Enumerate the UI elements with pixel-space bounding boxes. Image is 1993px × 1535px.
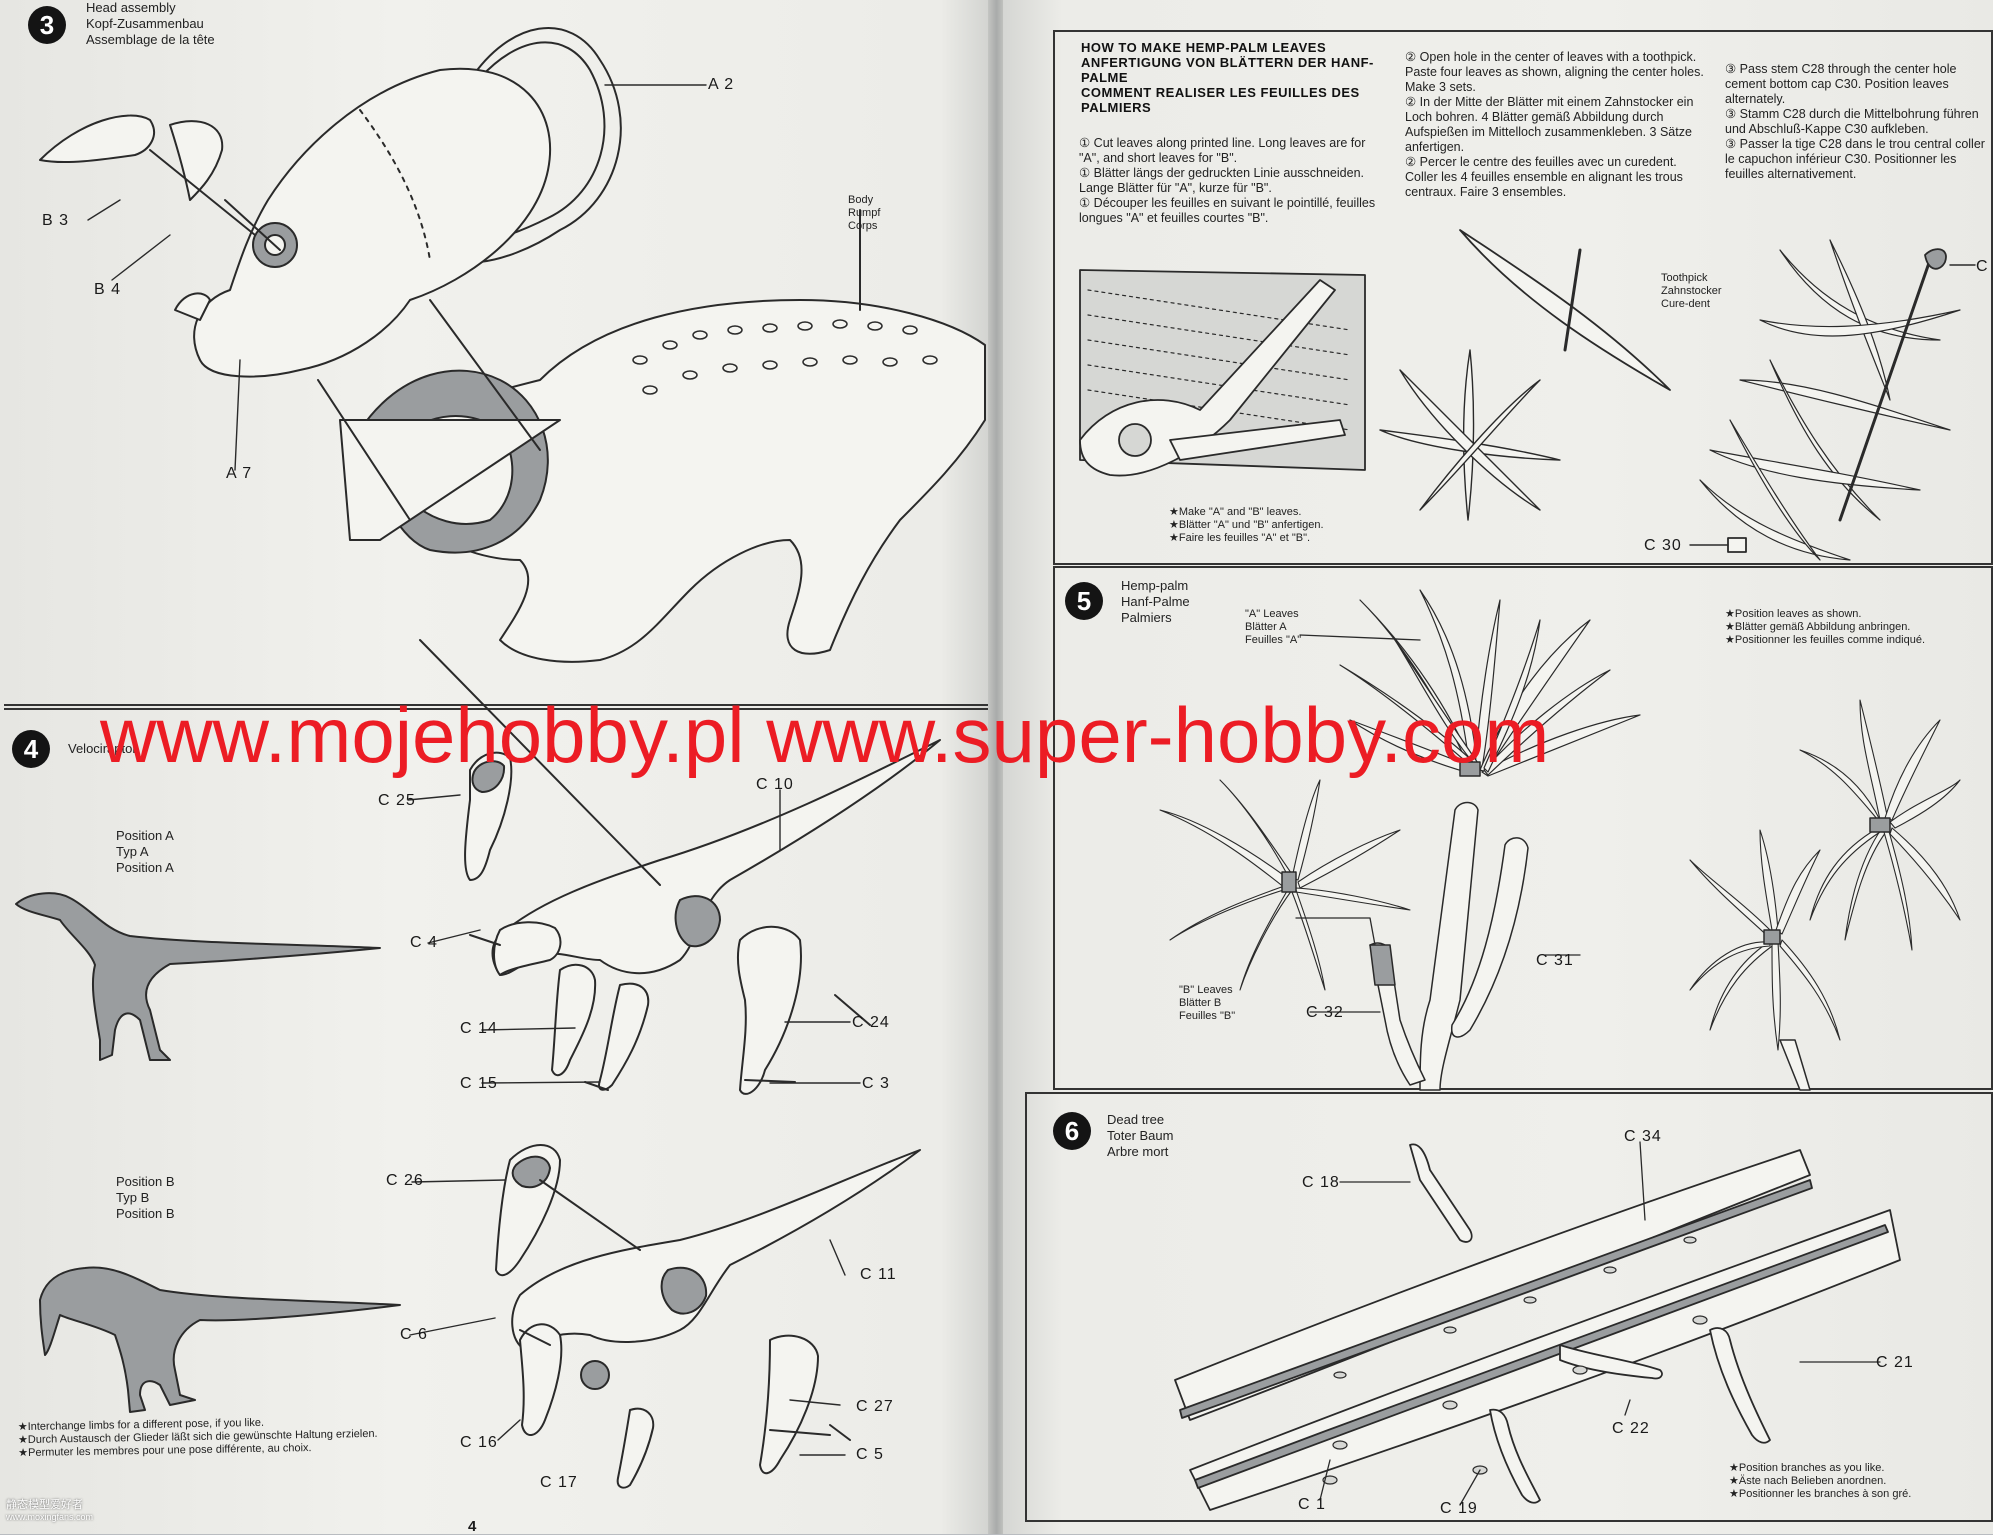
label-c5: C 5	[856, 1446, 884, 1463]
long-leaf	[1459, 229, 1671, 391]
hemp-instructions-2: ② Open hole in the center of leaves with…	[1405, 50, 1704, 199]
step3-title: Head assembly Kopf-Zusammenbau Assemblag…	[86, 0, 215, 47]
b-leaves-label: "B" Leaves Blätter B Feuilles "B"	[1179, 984, 1236, 1022]
a-leaves-label: "A" Leaves Blätter A Feuilles "A"	[1245, 608, 1302, 646]
raptor-a-head	[493, 921, 562, 976]
position-a-label: Position A Typ A Position A	[116, 828, 174, 875]
label-c10: C 10	[756, 776, 794, 793]
step5-notes: ★Position leaves as shown. ★Blätter gemä…	[1725, 608, 1926, 646]
toothpick	[1563, 248, 1582, 352]
hemp-leaves-panel	[1053, 30, 1993, 565]
page-gutter	[988, 0, 1005, 1534]
raptor-a-leg-c15	[598, 982, 650, 1091]
label-c3: C 3	[862, 1075, 890, 1092]
body-label: Body Rumpf Corps	[848, 194, 881, 232]
step5-panel	[1053, 566, 1993, 1090]
step4-title: Velociraptor	[68, 741, 137, 756]
make-leaves-notes: ★Make "A" and "B" leaves. ★Blätter "A" u…	[1169, 506, 1324, 544]
label-c25: C 25	[378, 792, 416, 809]
branch-c21	[1709, 1327, 1771, 1444]
label-c14: C 14	[460, 1020, 498, 1037]
label-c1: C 1	[1298, 1496, 1326, 1513]
raptor-silhouette-b	[39, 1266, 401, 1413]
hemp-instructions-3: ③ Pass stem C28 through the center hole …	[1725, 62, 1985, 181]
stem-c28	[1838, 258, 1932, 522]
label-c30: C 30	[1644, 537, 1682, 554]
leaf-stack	[1699, 239, 1961, 561]
label-c15: C 15	[460, 1075, 498, 1092]
page-number: 4	[468, 1518, 477, 1535]
shop-watermark: www.mojehobby.pl www.super-hobby.com	[100, 691, 1550, 779]
horn-part-b3	[39, 114, 155, 164]
step6-title: Dead tree Toter Baum Arbre mort	[1107, 1112, 1174, 1159]
position-b-label: Position B Typ B Position B	[116, 1174, 175, 1221]
palm-leaves-b	[1159, 779, 1411, 991]
raptor-a-leg-c14	[551, 963, 597, 1077]
palm-right-lower	[1689, 829, 1841, 1051]
palm-right-upper	[1799, 699, 1961, 951]
frill-part-a2	[469, 26, 622, 263]
raptor-b-leg-c17	[616, 1407, 655, 1489]
triceratops-head	[193, 67, 552, 378]
raptor-b-head	[519, 1323, 563, 1436]
raptor-b-body	[511, 1149, 921, 1351]
hemp-instructions-1: ① Cut leaves along printed line. Long le…	[1079, 136, 1376, 225]
label-c11: C 11	[860, 1266, 897, 1283]
trunk-branch	[1451, 837, 1529, 1038]
raptor-silhouette-a	[15, 892, 381, 1061]
step4-number: 4	[12, 730, 50, 768]
branch-c19	[1489, 1408, 1541, 1504]
branch-c22	[1559, 1344, 1663, 1380]
label-c27: C 27	[856, 1398, 894, 1415]
label-a7: A 7	[226, 465, 253, 482]
hemp-heading: HOW TO MAKE HEMP-PALM LEAVES ANFERTIGUNG…	[1081, 40, 1374, 115]
label-c21: C 21	[1876, 1354, 1914, 1371]
label-c26: C 26	[386, 1172, 424, 1189]
label-c16: C 16	[460, 1434, 498, 1451]
label-c31: C 31	[1536, 952, 1574, 969]
label-c24: C 24	[852, 1014, 890, 1031]
label-b3: B 3	[42, 212, 70, 229]
label-c6: C 6	[400, 1326, 428, 1343]
label-c34: C 34	[1624, 1128, 1662, 1145]
label-c22: C 22	[1612, 1420, 1650, 1437]
horn-part-b4	[169, 120, 224, 201]
step6-panel	[1025, 1092, 1993, 1522]
step5-number: 5	[1065, 582, 1103, 620]
label-b4: B 4	[94, 281, 122, 298]
corner-watermark: 静态模型爱好者 www.moxingfans.com	[6, 1499, 94, 1522]
raptor-a-leg-c24	[736, 925, 802, 1095]
label-a2: A 2	[708, 76, 735, 93]
step3-number: 3	[28, 6, 66, 44]
step5-title: Hemp-palm Hanf-Palme Palmiers	[1121, 578, 1190, 625]
raptor-b-leg-c27	[759, 1334, 819, 1475]
label-c: C	[1976, 258, 1989, 275]
step6-number: 6	[1053, 1112, 1091, 1150]
step4-panel	[4, 708, 988, 1534]
label-c4: C 4	[410, 934, 438, 951]
trunk-c31	[1419, 801, 1479, 1091]
step3-panel	[4, 0, 988, 706]
label-c17: C 17	[540, 1474, 578, 1491]
step6-notes: ★Position branches as you like. ★Äste na…	[1729, 1462, 1912, 1500]
branch-c18	[1409, 1143, 1473, 1243]
cap-c30	[1727, 537, 1747, 553]
label-c18: C 18	[1302, 1174, 1340, 1191]
label-c32: C 32	[1306, 1004, 1344, 1021]
label-c19: C 19	[1440, 1500, 1478, 1517]
leaf-star-single	[1379, 349, 1561, 521]
toothpick-label: Toothpick Zahnstocker Cure-dent	[1661, 272, 1722, 310]
